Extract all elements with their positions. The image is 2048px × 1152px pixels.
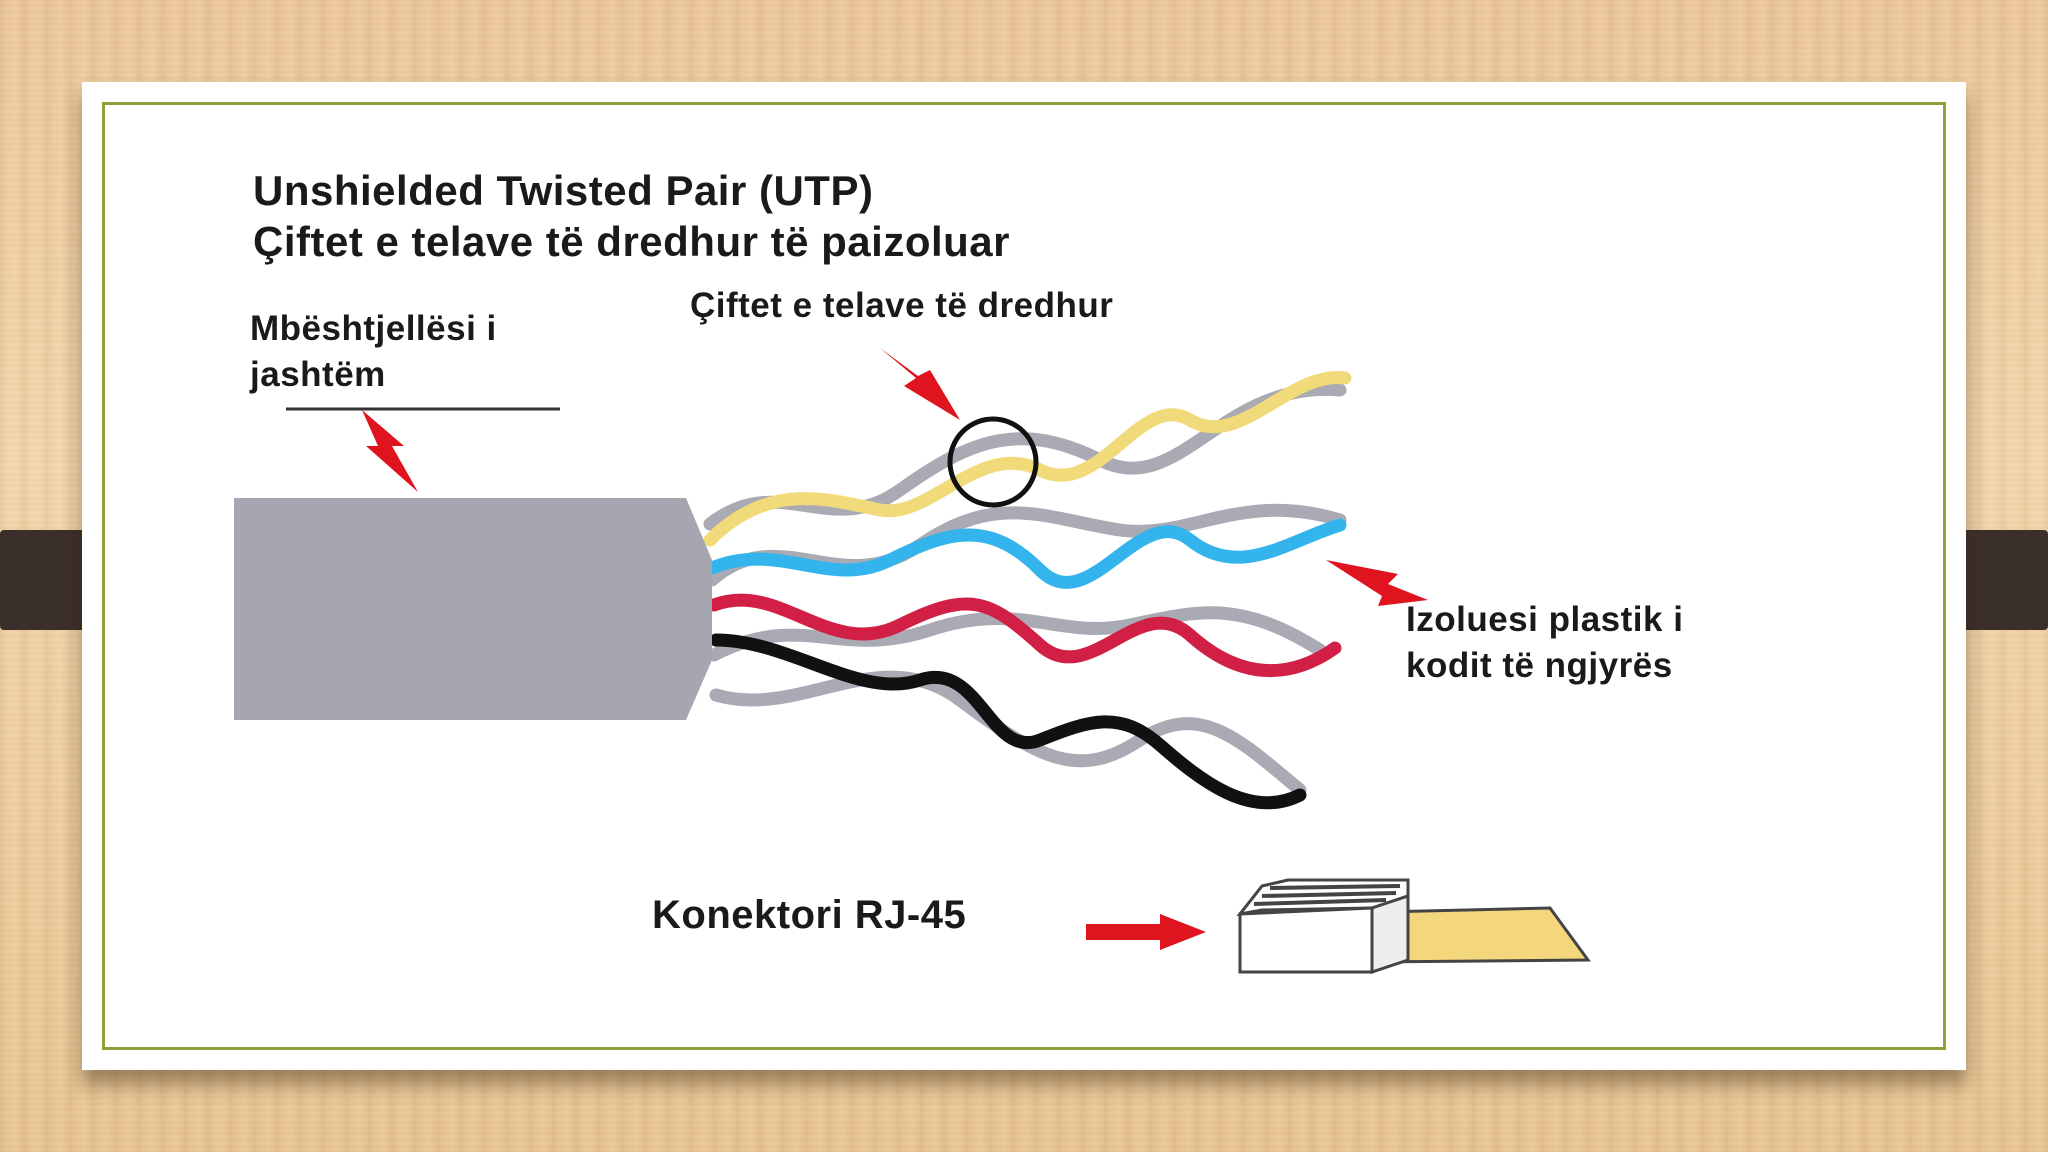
connector-side <box>1370 893 1410 975</box>
label-insulation-line2: kodit të ngjyrës <box>1406 646 1673 685</box>
outer-jacket <box>234 498 712 720</box>
connector-pin-line-3 <box>1253 898 1387 906</box>
twisted-pair-highlight-circle <box>947 416 1039 508</box>
label-twisted-pairs: Çiftet e telave të dredhur <box>690 286 1114 325</box>
label-outer-jacket-line1: Mbështjellësi i <box>250 309 497 348</box>
blue-wire <box>705 518 1347 589</box>
label-outer-jacket-line2: jashtëm <box>250 355 386 394</box>
yellow-wire <box>703 371 1352 547</box>
arrow-connector <box>1086 914 1206 950</box>
arrow-outer-jacket <box>362 410 418 492</box>
slide-border <box>102 102 1946 1050</box>
connector-body <box>1238 906 1374 974</box>
gray-wire-pair-3 <box>707 606 1327 662</box>
gray-wire-pair-4 <box>709 670 1307 797</box>
arrow-insulation <box>1326 560 1428 606</box>
arrow-twisted-pairs <box>880 348 960 420</box>
label-insulation: Izoluesi plastik i kodit të ngjyrës <box>1406 597 1683 689</box>
connector-pin-line-1 <box>1269 884 1401 890</box>
red-wire <box>707 593 1342 677</box>
connector-pin-line-2 <box>1261 891 1397 898</box>
label-insulation-line1: Izoluesi plastik i <box>1406 600 1684 639</box>
label-outer-jacket: Mbështjellësi i jashtëm <box>250 306 497 398</box>
rj45-connector <box>1236 878 1591 975</box>
diagram-title: Unshielded Twisted Pair (UTP) <box>253 167 874 214</box>
label-connector: Konektori RJ-45 <box>652 893 967 937</box>
black-wire <box>709 633 1307 810</box>
diagram-subtitle: Çiftet e telave të dredhur të paizoluar <box>253 218 1011 265</box>
